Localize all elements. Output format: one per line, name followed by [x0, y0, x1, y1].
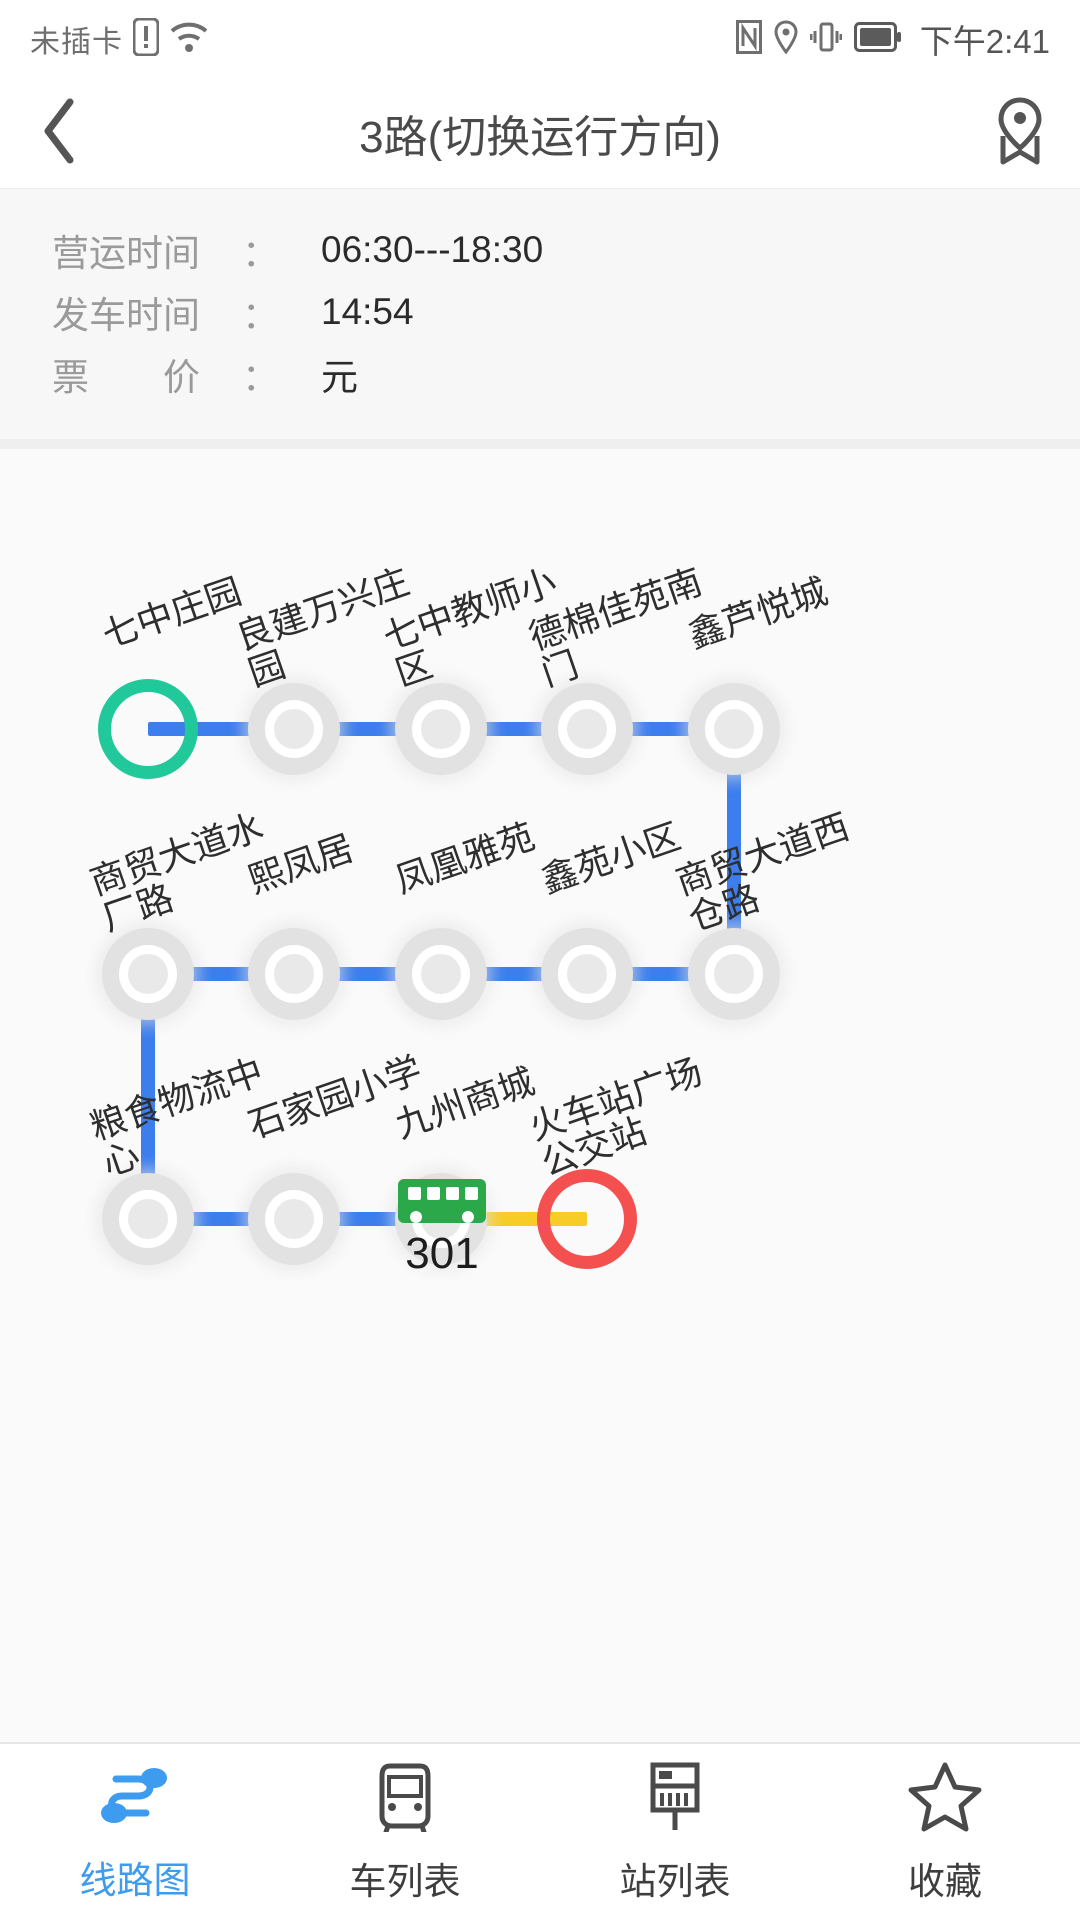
vibrate-icon	[809, 20, 843, 59]
app-header: 3路(切换运行方向)	[0, 78, 1080, 188]
station-node[interactable]	[537, 1169, 637, 1269]
station-node[interactable]	[395, 928, 487, 1020]
clock-label: 下午2:41	[919, 23, 1050, 60]
station-node-inner	[265, 700, 323, 758]
bus-list-icon	[370, 1760, 440, 1837]
route-canvas: 七中庄园良建万兴庄园七中教师小区德棉佳苑南门鑫芦悦城商贸大道西仓路鑫苑小区凤凰雅…	[0, 449, 1080, 1744]
station-node[interactable]	[248, 683, 340, 775]
nav-label: 车列表	[349, 1860, 461, 1902]
bus-icon	[396, 1177, 488, 1236]
station-node[interactable]	[541, 928, 633, 1020]
station-label: 德棉佳苑南门	[523, 560, 708, 694]
carrier-label: 未插卡	[30, 26, 123, 59]
sim-warning-icon	[132, 17, 160, 61]
station-node-inner	[119, 1190, 177, 1248]
nav-item-route-map[interactable]: 线路图	[0, 1744, 270, 1920]
station-node[interactable]	[688, 928, 780, 1020]
info-colon: ：	[242, 357, 279, 398]
departure-time-value: 14:54	[321, 291, 414, 332]
station-node[interactable]	[248, 928, 340, 1020]
location-icon	[774, 19, 798, 59]
station-node-inner	[412, 700, 470, 758]
map-pin-icon	[989, 96, 1051, 171]
status-bar-left: 未插卡	[30, 17, 209, 61]
station-label: 凤凰雅苑	[390, 815, 540, 901]
nav-item-station-list[interactable]: 站列表	[540, 1744, 810, 1920]
fare-value: 元	[321, 357, 358, 398]
station-node-inner	[705, 700, 763, 758]
operating-time-value: 06:30---18:30	[321, 229, 544, 270]
info-row-departure-time: 发车时间 ： 14:54	[0, 281, 1080, 343]
station-node-inner	[558, 700, 616, 758]
page-title: 3路(切换运行方向)	[359, 113, 721, 162]
route-segment	[727, 729, 741, 974]
station-label: 石家园小学	[243, 1048, 427, 1146]
station-label: 七中教师小区	[377, 560, 562, 694]
chevron-left-icon	[38, 96, 82, 171]
route-map-icon	[96, 1761, 174, 1836]
station-node[interactable]	[395, 683, 487, 775]
bottom-navigation: 线路图 车列表 站列表	[0, 1742, 1080, 1920]
route-diagram[interactable]: 七中庄园良建万兴庄园七中教师小区德棉佳苑南门鑫芦悦城商贸大道西仓路鑫苑小区凤凰雅…	[0, 439, 1080, 1744]
info-colon: ：	[242, 295, 279, 336]
station-node[interactable]	[248, 1173, 340, 1265]
station-label: 良建万兴庄园	[230, 560, 415, 694]
station-label: 七中庄园	[97, 570, 247, 656]
station-label: 鑫苑小区	[536, 815, 686, 901]
station-label: 火车站广场公交站	[523, 1050, 708, 1184]
nav-item-favorites[interactable]: 收藏	[810, 1744, 1080, 1920]
station-node-inner	[412, 945, 470, 1003]
station-list-icon	[640, 1760, 710, 1837]
station-label: 鑫芦悦城	[683, 570, 833, 656]
station-node[interactable]	[688, 683, 780, 775]
station-label: 商贸大道西仓路	[670, 805, 855, 939]
bus-number-label: 301	[405, 1229, 479, 1278]
station-label: 商贸大道水厂路	[84, 805, 269, 939]
nav-label: 收藏	[908, 1860, 982, 1902]
route-info-panel: 营运时间 ： 06:30---18:30 发车时间 ： 14:54 票 价 ： …	[0, 188, 1080, 439]
battery-icon	[853, 21, 902, 57]
station-node-inner	[265, 945, 323, 1003]
station-node[interactable]	[102, 1173, 194, 1265]
info-row-operating-time: 营运时间 ： 06:30---18:30	[0, 219, 1080, 281]
star-icon	[907, 1760, 983, 1837]
map-view-button[interactable]	[960, 78, 1080, 188]
station-node-inner	[119, 700, 177, 758]
status-bar-right: 下午2:41	[735, 15, 1050, 63]
status-bar: 未插卡 下午2:41	[0, 0, 1080, 78]
info-label: 营运时间	[52, 233, 200, 274]
nav-label: 站列表	[619, 1860, 731, 1902]
back-button[interactable]	[0, 78, 120, 188]
bus-marker[interactable]: 301	[396, 1177, 488, 1276]
station-node[interactable]	[102, 928, 194, 1020]
station-node[interactable]	[541, 683, 633, 775]
station-label: 粮食物流中心	[84, 1050, 269, 1184]
info-label: 票 价	[52, 357, 200, 398]
info-row-fare: 票 价 ： 元	[0, 343, 1080, 405]
station-node-inner	[558, 945, 616, 1003]
station-node[interactable]	[98, 679, 198, 779]
route-segment	[141, 974, 155, 1219]
station-node-inner	[705, 945, 763, 1003]
station-label: 九州商城	[390, 1060, 540, 1146]
nav-label: 线路图	[79, 1859, 191, 1901]
nav-item-bus-list[interactable]: 车列表	[270, 1744, 540, 1920]
station-node-inner	[558, 1190, 616, 1248]
nfc-icon	[735, 19, 762, 59]
info-label: 发车时间	[52, 295, 200, 336]
station-node-inner	[265, 1190, 323, 1248]
station-label: 熙凤居	[243, 827, 359, 901]
station-node-inner	[119, 945, 177, 1003]
wifi-icon	[169, 20, 209, 59]
info-colon: ：	[242, 233, 279, 274]
